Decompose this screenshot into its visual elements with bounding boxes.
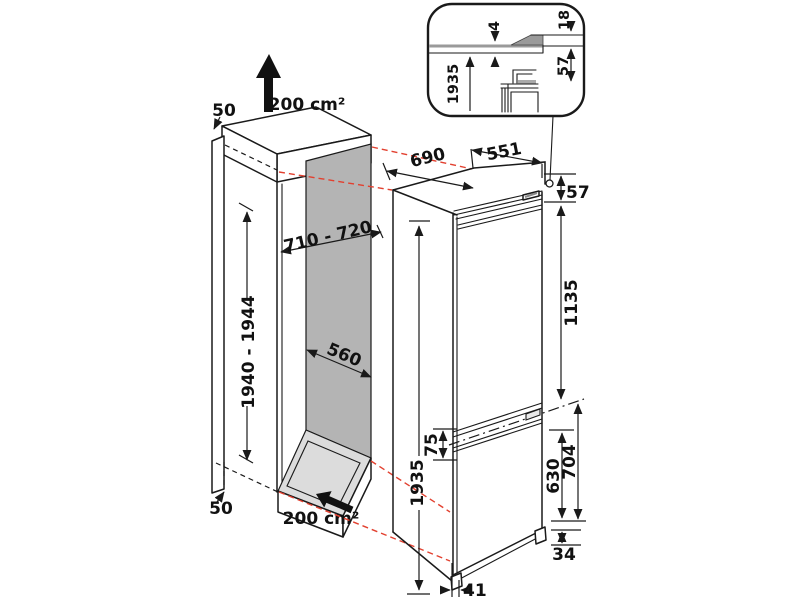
worktop-surface [429, 44, 543, 48]
label-split-gap-75: 75 [422, 433, 442, 457]
label-inset-4: 4 [487, 21, 503, 31]
label-niche-top-vent-area: 200 cm² [269, 95, 346, 115]
lower-door-top-edge [452, 418, 543, 449]
dim-tick [238, 454, 254, 464]
door-top-edge [457, 204, 543, 226]
lower-door-bottom-edge [452, 529, 543, 576]
label-niche-bottom-clearance: 50 [209, 499, 233, 519]
label-niche-height-range: 1940 - 1944 [239, 295, 259, 409]
dim-tick [238, 202, 254, 212]
label-base-step-34: 34 [552, 545, 576, 565]
projection-lines [278, 146, 473, 562]
label-niche-bottom-vent-area: 200 cm² [283, 509, 360, 529]
niche-back-panel [305, 143, 372, 459]
appliance-top-edge [455, 198, 543, 220]
appliance-drawing: 690 551 57 1135 75 630 704 34 1935 41 [382, 139, 590, 600]
dim-line-niche-depth [280, 229, 382, 255]
ghost-niche-front-edge [392, 189, 458, 216]
label-height-1935: 1935 [408, 459, 428, 506]
dim-line-depth-690 [386, 168, 474, 191]
top-hinge-slot [524, 192, 538, 198]
airflow-up-arrow-icon [256, 54, 281, 112]
label-niche-top-clearance: 50 [212, 101, 236, 121]
projection-line-bottom-front [278, 491, 451, 562]
label-width-551: 551 [485, 139, 524, 165]
dim-tick [382, 162, 391, 181]
dim-line-niche-width [306, 349, 372, 378]
section-body [510, 91, 539, 113]
dim-tick [470, 148, 474, 169]
projection-line-top-front [278, 171, 393, 191]
hidden-edge-top [224, 144, 278, 171]
upper-door-bottom-edge [452, 407, 543, 438]
label-inset-1935: 1935 [446, 64, 462, 104]
dim-tick [376, 224, 384, 239]
label-upper-door-1135: 1135 [562, 279, 582, 326]
hinge-detail-inset: 1935 4 18 57 [426, 2, 586, 188]
section-hinge-bracket [512, 69, 537, 84]
section-appliance-top [500, 83, 539, 89]
bottom-clearance-pointer [214, 491, 225, 503]
top-clearance-pointer [213, 116, 223, 130]
section-hinge-pad [518, 80, 536, 84]
projection-line-bottom-back [370, 460, 451, 513]
split-hinge [525, 408, 541, 421]
door-split-axis [448, 398, 585, 446]
label-depth-690: 690 [408, 144, 447, 172]
label-base-offset-41: 41 [463, 581, 487, 600]
front-foot [450, 572, 463, 591]
ghost-niche-bottom-edge [392, 531, 453, 582]
label-lower-door-630: 630 [544, 458, 564, 494]
section-door-layers [501, 83, 512, 113]
lower-door-top-edge [452, 422, 543, 453]
door-top-edge [457, 208, 543, 230]
airflow-bottom-arrow-icon [316, 491, 354, 514]
hidden-edge-bottom [215, 462, 279, 493]
label-lower-section-704: 704 [560, 444, 580, 480]
inset-leader-line [549, 115, 554, 181]
niche-cabinet: 50 200 cm² 1940 - 1944 710 - 720 560 50 … [209, 54, 384, 538]
label-inset-57: 57 [556, 56, 572, 76]
niche-left-wall [211, 135, 225, 494]
dim-line-width-551 [471, 147, 543, 166]
rear-foot [534, 526, 547, 545]
label-top-gap-57: 57 [566, 183, 590, 203]
niche-plinth-right [342, 457, 372, 538]
projection-line-top-back [371, 146, 473, 170]
base-edge [455, 536, 540, 582]
upper-door-bottom-edge [452, 402, 543, 433]
inset-border [426, 2, 586, 118]
label-inset-18: 18 [557, 10, 573, 30]
hinge-point-marker [545, 179, 554, 188]
